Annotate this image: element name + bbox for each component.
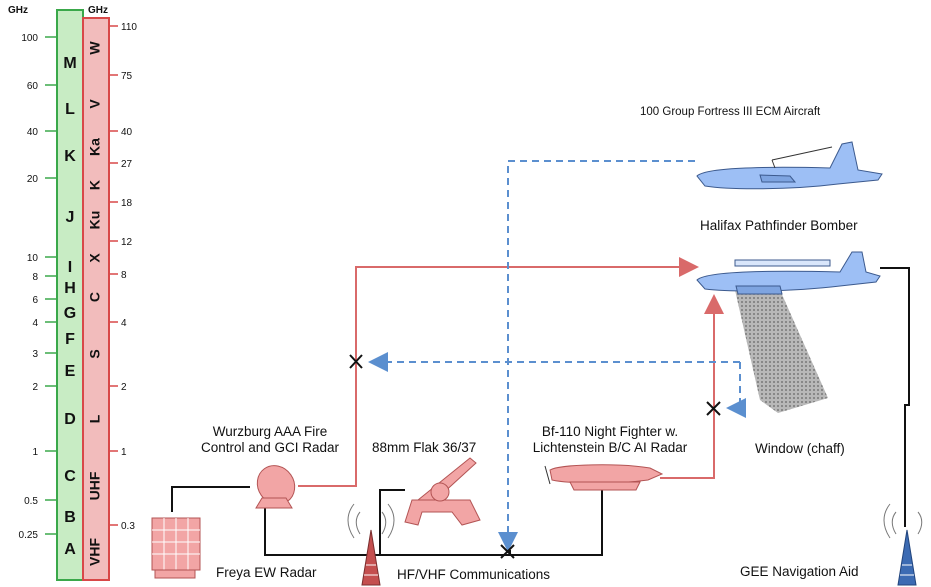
right-band-letter: K xyxy=(87,180,103,190)
gee-label: GEE Navigation Aid xyxy=(740,564,859,579)
freya-radar-icon xyxy=(151,517,201,579)
right-tick-label: 1 xyxy=(121,447,127,458)
left-unit: GHz xyxy=(8,5,28,16)
right-band-letter: Ka xyxy=(87,138,103,156)
bf110-label: Bf-110 Night Fighter w. Lichtenstein B/C… xyxy=(532,424,688,455)
left-tick-label: 0.25 xyxy=(19,530,39,541)
left-tick-label: 4 xyxy=(32,318,38,329)
wurzburg-label: Wurzburg AAA Fire Control and GCI Radar xyxy=(200,424,340,455)
left-tick-label: 3 xyxy=(32,349,38,360)
right-band-column xyxy=(82,17,110,581)
left-band-letter: I xyxy=(68,259,72,276)
left-tick-label: 2 xyxy=(32,382,38,393)
left-band-letter: F xyxy=(65,331,75,348)
left-band-letter: H xyxy=(64,280,76,297)
right-tick-label: 8 xyxy=(121,270,127,281)
left-ticks: 100 60 40 20 10 8 6 4 3 2 1 0.5 0.25 xyxy=(19,33,57,541)
left-tick-label: 100 xyxy=(21,33,38,44)
fortress-aircraft-icon xyxy=(696,141,883,190)
wurzburg-radar-icon xyxy=(255,465,296,509)
right-tick-label: 4 xyxy=(121,318,127,329)
left-band-letter: E xyxy=(65,363,76,380)
right-unit: GHz xyxy=(88,5,108,16)
right-tick-label: 2 xyxy=(121,382,127,393)
left-tick-label: 10 xyxy=(27,253,39,264)
bf110-aircraft-icon xyxy=(544,464,664,491)
left-tick-label: 60 xyxy=(27,81,39,92)
right-band-letter: Ku xyxy=(87,211,103,230)
right-band-letters: W V KaK KuX C S L UHF VHF xyxy=(87,41,103,566)
comms-label: HF/VHF Communications xyxy=(397,567,551,582)
left-tick-label: 8 xyxy=(32,272,38,283)
left-band-letter: B xyxy=(64,509,76,526)
right-tick-label: 0.3 xyxy=(121,521,135,532)
flak-label: 88mm Flak 36/37 xyxy=(372,440,477,455)
ecm-links xyxy=(368,160,746,552)
halifax-aircraft-icon xyxy=(696,251,881,295)
flak-gun-icon xyxy=(404,457,481,526)
left-tick-label: 0.5 xyxy=(24,496,38,507)
left-band-letter: M xyxy=(63,55,76,72)
left-band-letter: J xyxy=(66,209,75,226)
left-tick-label: 6 xyxy=(32,295,38,306)
right-tick-label: 18 xyxy=(121,198,133,209)
halifax-label: Halifax Pathfinder Bomber xyxy=(700,218,858,233)
window-label: Window (chaff) xyxy=(755,441,845,456)
right-band-letter: VHF xyxy=(87,538,103,566)
right-tick-label: 27 xyxy=(121,159,133,170)
radar-links xyxy=(298,257,724,487)
right-band-letter: UHF xyxy=(87,471,103,500)
jam-mark-lichtenstein xyxy=(706,401,721,416)
left-tick-label: 20 xyxy=(27,174,39,185)
left-band-letter: L xyxy=(65,101,75,118)
comms-tower-icon xyxy=(347,503,395,586)
right-band-letter: W xyxy=(87,41,103,55)
right-tick-label: 40 xyxy=(121,127,133,138)
right-tick-label: 12 xyxy=(121,237,133,248)
gee-tower-icon xyxy=(883,503,923,586)
right-band-letter: C xyxy=(87,292,103,302)
jamming-marks xyxy=(349,354,721,559)
right-tick-label: 75 xyxy=(121,71,133,82)
jam-mark-comms xyxy=(500,544,515,559)
left-band-column xyxy=(56,9,84,581)
left-band-letter: K xyxy=(64,148,76,165)
left-band-letter: C xyxy=(64,468,76,485)
right-band-letter: L xyxy=(87,414,103,423)
right-tick-label: 110 xyxy=(121,22,137,33)
left-tick-label: 1 xyxy=(32,447,38,458)
left-tick-label: 40 xyxy=(27,127,39,138)
right-band-letter: S xyxy=(87,349,103,358)
right-ticks: 110 75 40 27 18 12 8 4 2 1 0.3 xyxy=(109,22,137,532)
window-chaff-cloud xyxy=(735,290,828,413)
jam-mark-wurzburg xyxy=(349,354,363,369)
fortress-label: 100 Group Fortress III ECM Aircraft xyxy=(640,106,821,118)
right-band-letter: X xyxy=(87,253,103,263)
right-band-letter: V xyxy=(87,99,103,109)
ground-wires xyxy=(171,267,910,556)
left-band-letter: G xyxy=(64,305,76,322)
freya-label: Freya EW Radar xyxy=(216,565,317,580)
left-band-letter: A xyxy=(64,541,76,558)
left-band-letter: D xyxy=(64,411,76,428)
